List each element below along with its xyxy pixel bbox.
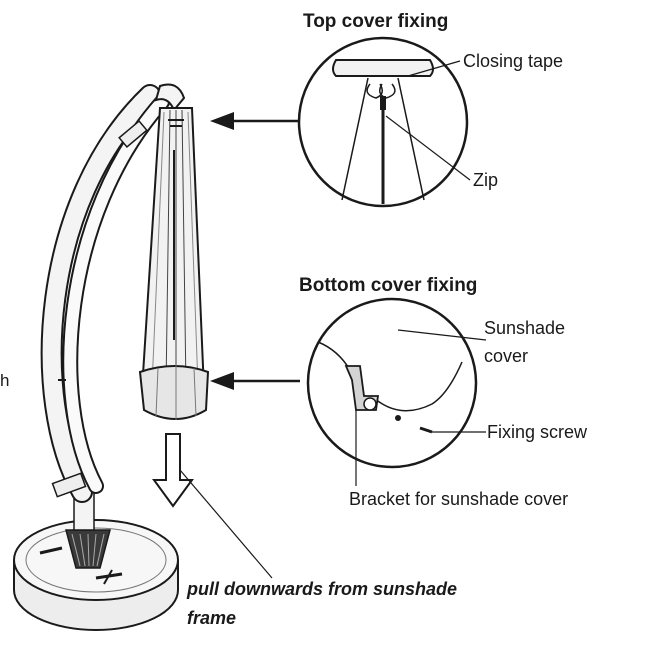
- pull-caption-line2: frame: [187, 608, 236, 628]
- umbrella-base: [13, 519, 179, 631]
- pull-caption-line1: pull downwards from sunshade: [186, 579, 457, 599]
- zip-label: Zip: [473, 170, 498, 190]
- top-cover-title: Top cover fixing: [303, 11, 448, 32]
- curved-arm: [40, 83, 186, 503]
- umbrella-cover: [138, 107, 210, 420]
- bracket-label: Bracket for sunshade cover: [349, 489, 568, 509]
- fixing-screw-label: Fixing screw: [487, 422, 588, 442]
- bottom-cover-detail: [306, 297, 487, 486]
- sunshade-cover-label-line1: Sunshade: [484, 318, 565, 338]
- pull-caption-leader: [179, 469, 273, 579]
- closing-tape-label: Closing tape: [463, 51, 563, 71]
- arrow-to-bottom-detail: [210, 372, 300, 390]
- sunshade-cover-label-line2: cover: [484, 346, 528, 366]
- top-cover-detail: [297, 36, 471, 208]
- pull-down-arrow: [152, 433, 194, 508]
- arrow-to-top-detail: [210, 112, 300, 130]
- bottom-cover-title: Bottom cover fixing: [299, 275, 477, 296]
- cut-edge-text: h: [0, 371, 9, 390]
